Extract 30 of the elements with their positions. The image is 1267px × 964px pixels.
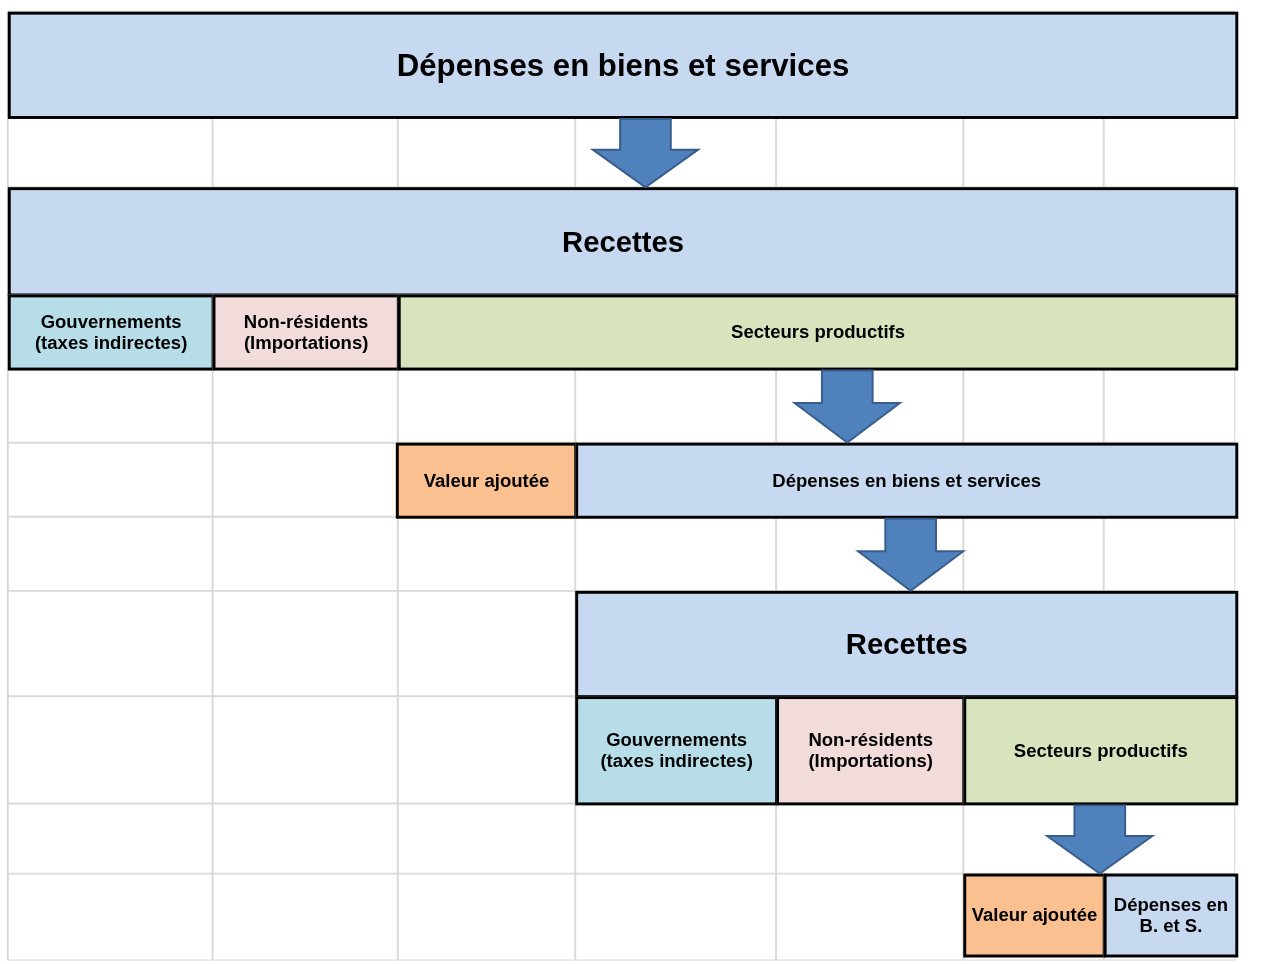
- process-box: [1103, 873, 1239, 958]
- box-label: Recettes: [562, 225, 684, 259]
- box-label: Secteurs productifs: [731, 321, 905, 344]
- block-arrow: [791, 369, 903, 444]
- process-box: [575, 442, 1239, 519]
- process-box: [963, 873, 1106, 958]
- box-label: Valeur ajoutée: [971, 904, 1098, 927]
- process-box: [575, 696, 779, 806]
- process-box: [7, 294, 215, 371]
- box-label: Dépenses en biens et services: [396, 47, 850, 84]
- process-box: [7, 11, 1239, 119]
- process-box: [397, 294, 1239, 371]
- box-label: Dépenses en biens et services: [772, 469, 1042, 492]
- process-box: [963, 696, 1239, 806]
- box-label: Non-résidents (Importations): [807, 729, 934, 773]
- box-label: Non-résidents (Importations): [242, 311, 370, 354]
- block-arrow: [855, 517, 967, 593]
- process-box: [212, 294, 400, 371]
- process-box: [395, 442, 578, 519]
- process-box: [776, 696, 966, 806]
- box-label: Gouvernements (taxes indirectes): [599, 729, 754, 773]
- box-label: Gouvernements (taxes indirectes): [33, 311, 189, 354]
- process-box: [7, 187, 1239, 297]
- box-label: Secteurs productifs: [1013, 740, 1188, 762]
- box-label: Valeur ajoutée: [423, 469, 550, 492]
- process-box: [575, 590, 1239, 699]
- block-arrow: [589, 117, 702, 189]
- box-label: Dépenses en B. et S.: [1112, 894, 1230, 937]
- block-arrow: [1044, 804, 1156, 875]
- box-label: Recettes: [845, 627, 968, 662]
